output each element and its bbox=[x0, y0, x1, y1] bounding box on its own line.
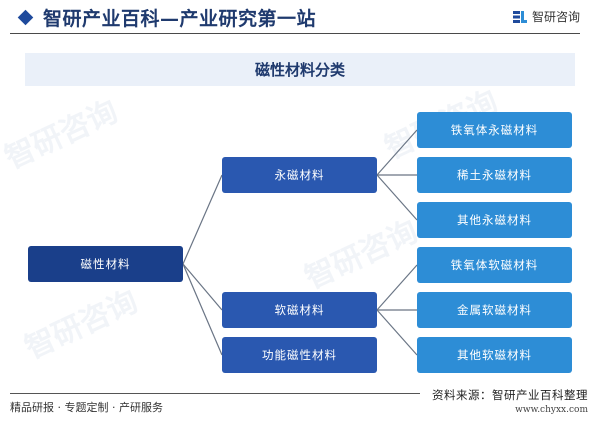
node-other-soft: 其他软磁材料 bbox=[417, 337, 572, 373]
node-label: 永磁材料 bbox=[274, 168, 325, 182]
node-label: 功能磁性材料 bbox=[262, 348, 337, 362]
source-url: www.chyxx.com bbox=[515, 405, 588, 415]
node-label: 铁氧体软磁材料 bbox=[450, 258, 539, 272]
node-label: 软磁材料 bbox=[274, 303, 325, 317]
diagram-title: 磁性材料分类 bbox=[25, 53, 575, 86]
node-functional-magnetic: 功能磁性材料 bbox=[222, 337, 377, 373]
node-ferrite-permanent: 铁氧体永磁材料 bbox=[417, 112, 572, 148]
node-label: 其他永磁材料 bbox=[457, 213, 532, 227]
node-metal-soft: 金属软磁材料 bbox=[417, 292, 572, 328]
node-label: 其他软磁材料 bbox=[457, 348, 532, 362]
node-soft-magnetic: 软磁材料 bbox=[222, 292, 377, 328]
node-rare-earth-permanent: 稀土永磁材料 bbox=[417, 157, 572, 193]
page-title: 智研产业百科—产业研究第一站 bbox=[17, 5, 317, 30]
page-title-text: 智研产业百科—产业研究第一站 bbox=[43, 7, 317, 30]
node-label: 稀土永磁材料 bbox=[457, 168, 532, 182]
footer-divider bbox=[10, 393, 420, 394]
node-root-magnetic-materials: 磁性材料 bbox=[28, 246, 183, 282]
source-note: 资料来源：智研产业百科整理 bbox=[432, 388, 588, 402]
node-label: 磁性材料 bbox=[80, 257, 131, 271]
node-label: 金属软磁材料 bbox=[457, 303, 532, 317]
footer-tagline: 精品研报 · 专题定制 · 产研服务 bbox=[10, 401, 163, 414]
node-label: 铁氧体永磁材料 bbox=[450, 123, 539, 137]
logo-icon bbox=[512, 10, 527, 24]
header-divider bbox=[10, 33, 580, 34]
node-other-permanent: 其他永磁材料 bbox=[417, 202, 572, 238]
node-permanent-magnetic: 永磁材料 bbox=[222, 157, 377, 193]
brand-name: 智研咨询 bbox=[531, 10, 580, 24]
node-ferrite-soft: 铁氧体软磁材料 bbox=[417, 247, 572, 283]
brand-logo: 智研咨询 bbox=[512, 8, 580, 25]
